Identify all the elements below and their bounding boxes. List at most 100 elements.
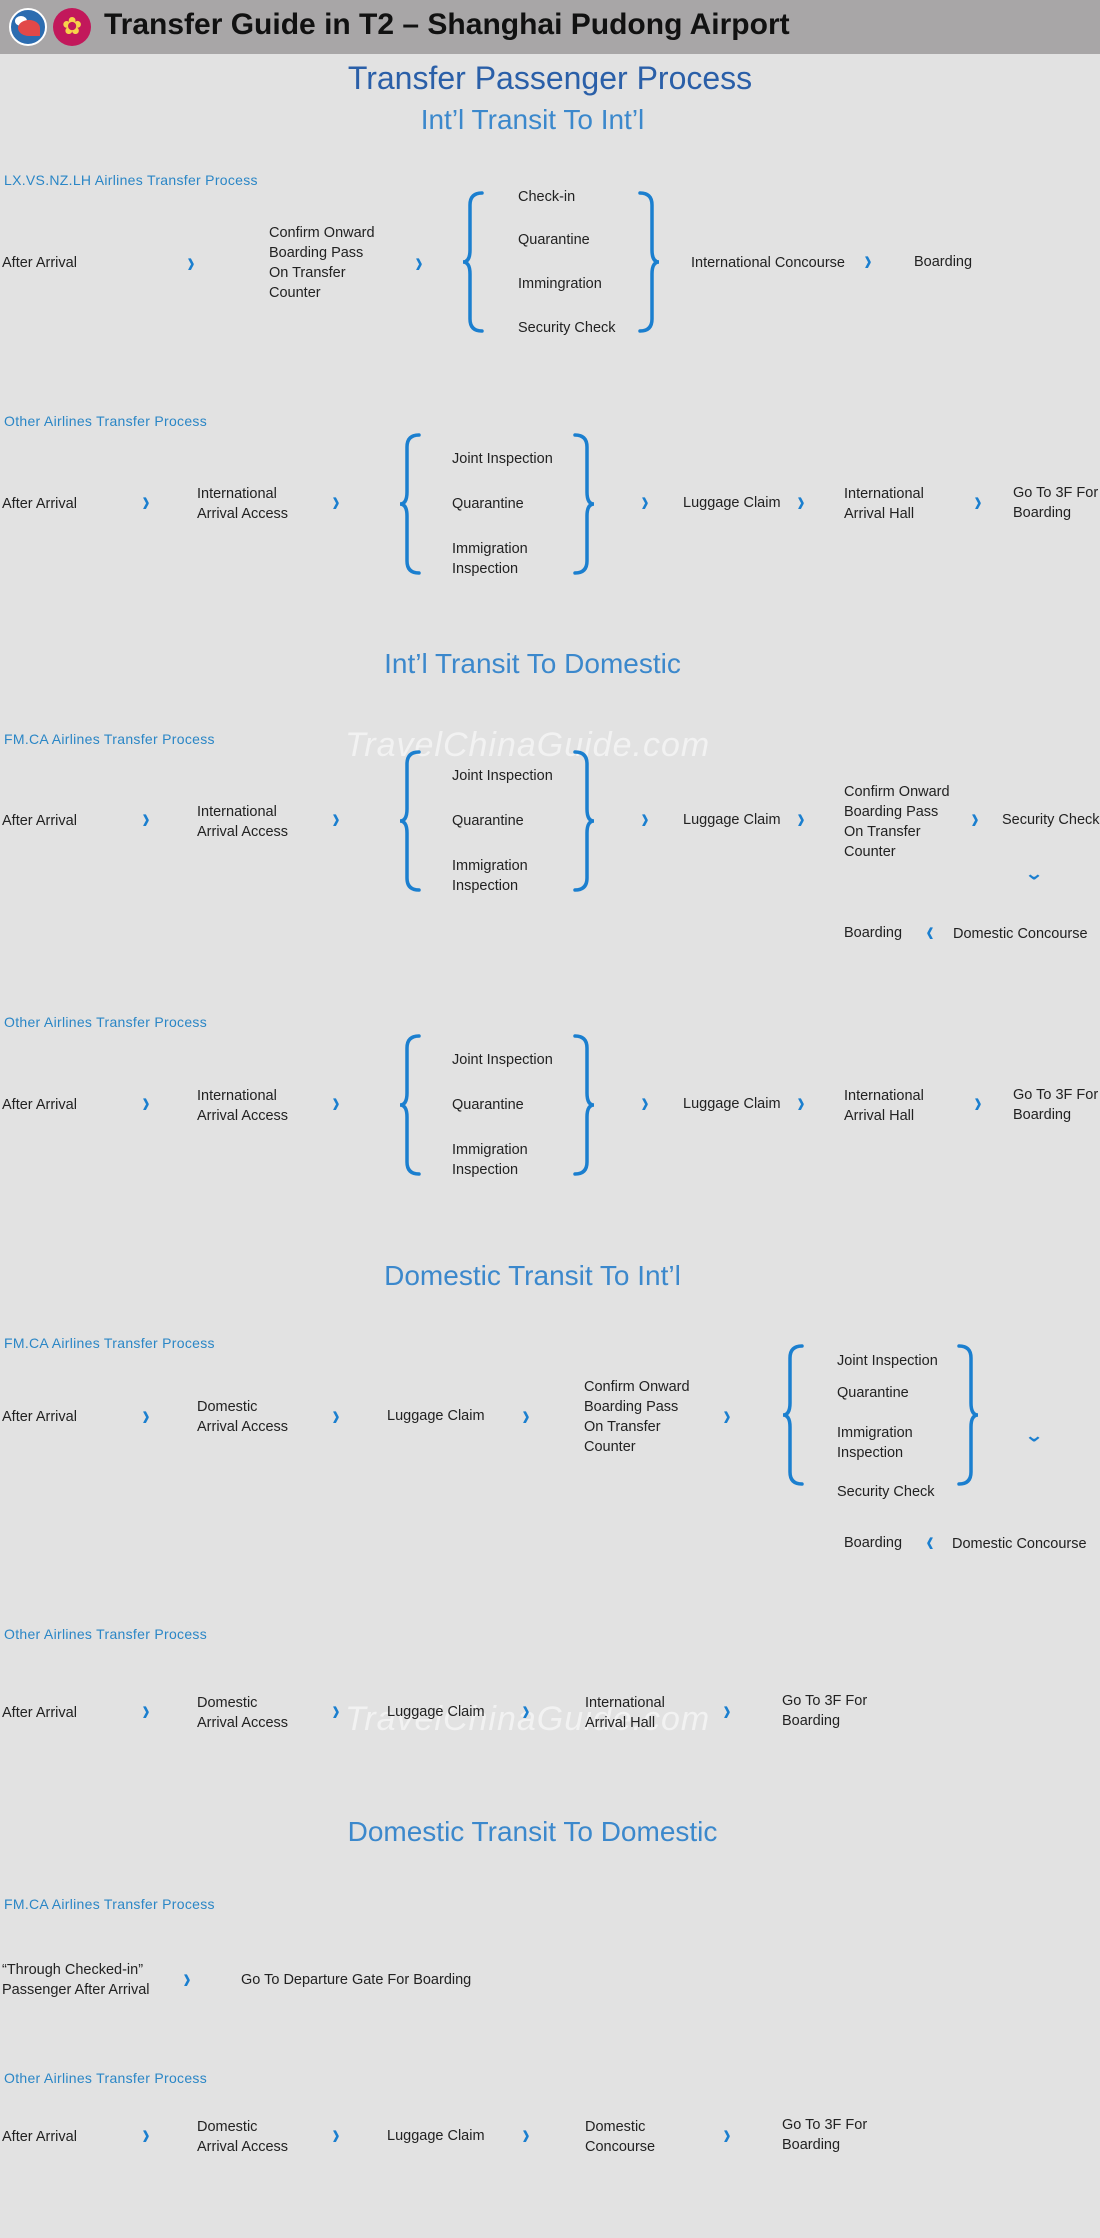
step-luggage-claim: Luggage Claim xyxy=(683,1096,781,1112)
chevron-right-icon: › xyxy=(142,1694,150,1727)
group-item-immigration: Immigration xyxy=(837,1425,913,1441)
group-item-quarantine: Quarantine xyxy=(452,1097,524,1113)
chevron-down-icon: ⌄ xyxy=(1024,862,1045,885)
step-luggage-claim: Luggage Claim xyxy=(387,1408,485,1424)
step-security-check: Security Check xyxy=(1002,812,1100,828)
group-item-inspection: Inspection xyxy=(452,561,519,577)
page-title: Transfer Passenger Process xyxy=(347,60,753,96)
chevron-right-icon: › xyxy=(723,1399,731,1432)
chevron-right-icon: › xyxy=(332,1086,340,1119)
chevron-right-icon: › xyxy=(332,485,340,518)
chevron-left-icon: ‹ xyxy=(926,1525,934,1558)
step-through-line2: Passenger After Arrival xyxy=(2,1982,150,1998)
step-hall-line1: International xyxy=(585,1695,665,1711)
step-confirm-line1: Confirm Onward xyxy=(584,1379,690,1395)
step-departure-gate: Go To Departure Gate For Boarding xyxy=(241,1972,472,1988)
group-item-immigration: Immigration xyxy=(452,1142,528,1158)
chevron-right-icon: › xyxy=(142,1399,150,1432)
chevron-right-icon: › xyxy=(332,1399,340,1432)
chevron-right-icon: › xyxy=(723,1694,731,1727)
chevron-right-icon: › xyxy=(641,485,649,518)
step-luggage-claim: Luggage Claim xyxy=(387,2128,485,2144)
group-item-quarantine: Quarantine xyxy=(452,496,524,512)
chevron-right-icon: › xyxy=(797,485,805,518)
section-title-intl-to-domestic: Int’l Transit To Domestic xyxy=(384,648,681,679)
flow-label: LX.VS.NZ.LH Airlines Transfer Process xyxy=(4,172,258,188)
left-brace-icon xyxy=(399,433,421,575)
step-confirm-line3: On Transfer xyxy=(269,265,346,281)
chevron-right-icon: › xyxy=(974,485,982,518)
page-header-title: Transfer Guide in T2 – Shanghai Pudong A… xyxy=(104,8,790,41)
chevron-left-icon: ‹ xyxy=(926,915,934,948)
step-after-arrival: After Arrival xyxy=(2,2129,77,2145)
chevron-right-icon: › xyxy=(797,802,805,835)
step-goto-line1: Go To 3F For xyxy=(1013,1087,1099,1103)
flow-label: FM.CA Airlines Transfer Process xyxy=(4,1335,215,1351)
right-brace-icon xyxy=(573,750,595,892)
step-confirm-line1: Confirm Onward xyxy=(269,225,375,241)
section-title-intl-to-intl: Int’l Transit To Int’l xyxy=(420,104,645,135)
flow-label: FM.CA Airlines Transfer Process xyxy=(4,1896,215,1912)
step-access-line2: Arrival Access xyxy=(197,1108,289,1124)
chevron-right-icon: › xyxy=(641,1086,649,1119)
group-item-quarantine: Quarantine xyxy=(837,1385,909,1401)
chevron-right-icon: › xyxy=(142,1086,150,1119)
group-item-joint-inspection: Joint Inspection xyxy=(452,1052,553,1068)
step-after-arrival: After Arrival xyxy=(2,496,77,512)
watermark: TravelChinaGuide.com xyxy=(345,726,711,764)
step-goto-line2: Boarding xyxy=(782,1713,841,1729)
left-brace-icon xyxy=(462,191,484,333)
group-item-inspection: Inspection xyxy=(452,1162,519,1178)
step-luggage-claim: Luggage Claim xyxy=(387,1704,485,1720)
step-goto-line1: Go To 3F For xyxy=(782,2117,868,2133)
step-after-arrival: After Arrival xyxy=(2,255,77,271)
step-access-line2: Arrival Access xyxy=(197,506,289,522)
group-item-security-check: Security Check xyxy=(837,1484,935,1500)
step-hall-line1: International xyxy=(844,1088,924,1104)
step-luggage-claim: Luggage Claim xyxy=(683,495,781,511)
step-access-line1: International xyxy=(197,1088,277,1104)
watermark: TravelChinaGuide.com xyxy=(345,1700,711,1738)
step-confirm-line4: Counter xyxy=(269,285,321,301)
group-item-joint-inspection: Joint Inspection xyxy=(837,1353,938,1369)
step-confirm-line3: On Transfer xyxy=(844,824,921,840)
step-after-arrival: After Arrival xyxy=(2,1409,77,1425)
group-item-inspection: Inspection xyxy=(452,878,519,894)
group-item-quarantine: Quarantine xyxy=(452,813,524,829)
step-after-arrival: After Arrival xyxy=(2,813,77,829)
header-bar: ✿ Transfer Guide in T2 – Shanghai Pudong… xyxy=(0,0,1100,54)
left-brace-icon xyxy=(399,750,421,892)
step-after-arrival: After Arrival xyxy=(2,1705,77,1721)
shanghai-airlines-logo-icon: ✿ xyxy=(53,8,91,46)
group-item-joint-inspection: Joint Inspection xyxy=(452,768,553,784)
chevron-down-icon: ⌄ xyxy=(1024,1424,1045,1447)
step-hall-line1: International xyxy=(844,486,924,502)
flow-label: Other Airlines Transfer Process xyxy=(4,1626,208,1642)
left-brace-icon xyxy=(399,1034,421,1176)
right-brace-icon xyxy=(573,433,595,575)
step-confirm-line3: On Transfer xyxy=(584,1419,661,1435)
step-access-line2: Arrival Access xyxy=(197,1419,289,1435)
step-hall-line2: Arrival Hall xyxy=(585,1715,656,1731)
section-title-domestic-to-intl: Domestic Transit To Int’l xyxy=(384,1260,681,1291)
step-boarding: Boarding xyxy=(914,254,973,270)
china-eastern-logo-icon xyxy=(9,8,47,46)
chevron-right-icon: › xyxy=(142,2118,150,2151)
chevron-right-icon: › xyxy=(522,1399,530,1432)
group-item-security-check: Security Check xyxy=(518,320,616,336)
step-confirm-line2: Boarding Pass xyxy=(584,1399,679,1415)
chevron-right-icon: › xyxy=(415,246,423,279)
step-through-line1: “Through Checked-in” xyxy=(2,1962,144,1978)
step-luggage-claim: Luggage Claim xyxy=(683,812,781,828)
step-international-concourse: International Concourse xyxy=(691,255,845,271)
chevron-right-icon: › xyxy=(641,802,649,835)
group-item-inspection: Inspection xyxy=(837,1445,904,1461)
group-item-quarantine: Quarantine xyxy=(518,232,590,248)
step-access-line1: Domestic xyxy=(197,2119,258,2135)
step-access-line2: Arrival Access xyxy=(197,824,289,840)
step-hall-line2: Arrival Hall xyxy=(844,506,915,522)
step-goto-line2: Boarding xyxy=(782,2137,841,2153)
left-brace-icon xyxy=(782,1344,804,1486)
step-concourse-line1: Domestic xyxy=(585,2119,646,2135)
chevron-right-icon: › xyxy=(332,1694,340,1727)
